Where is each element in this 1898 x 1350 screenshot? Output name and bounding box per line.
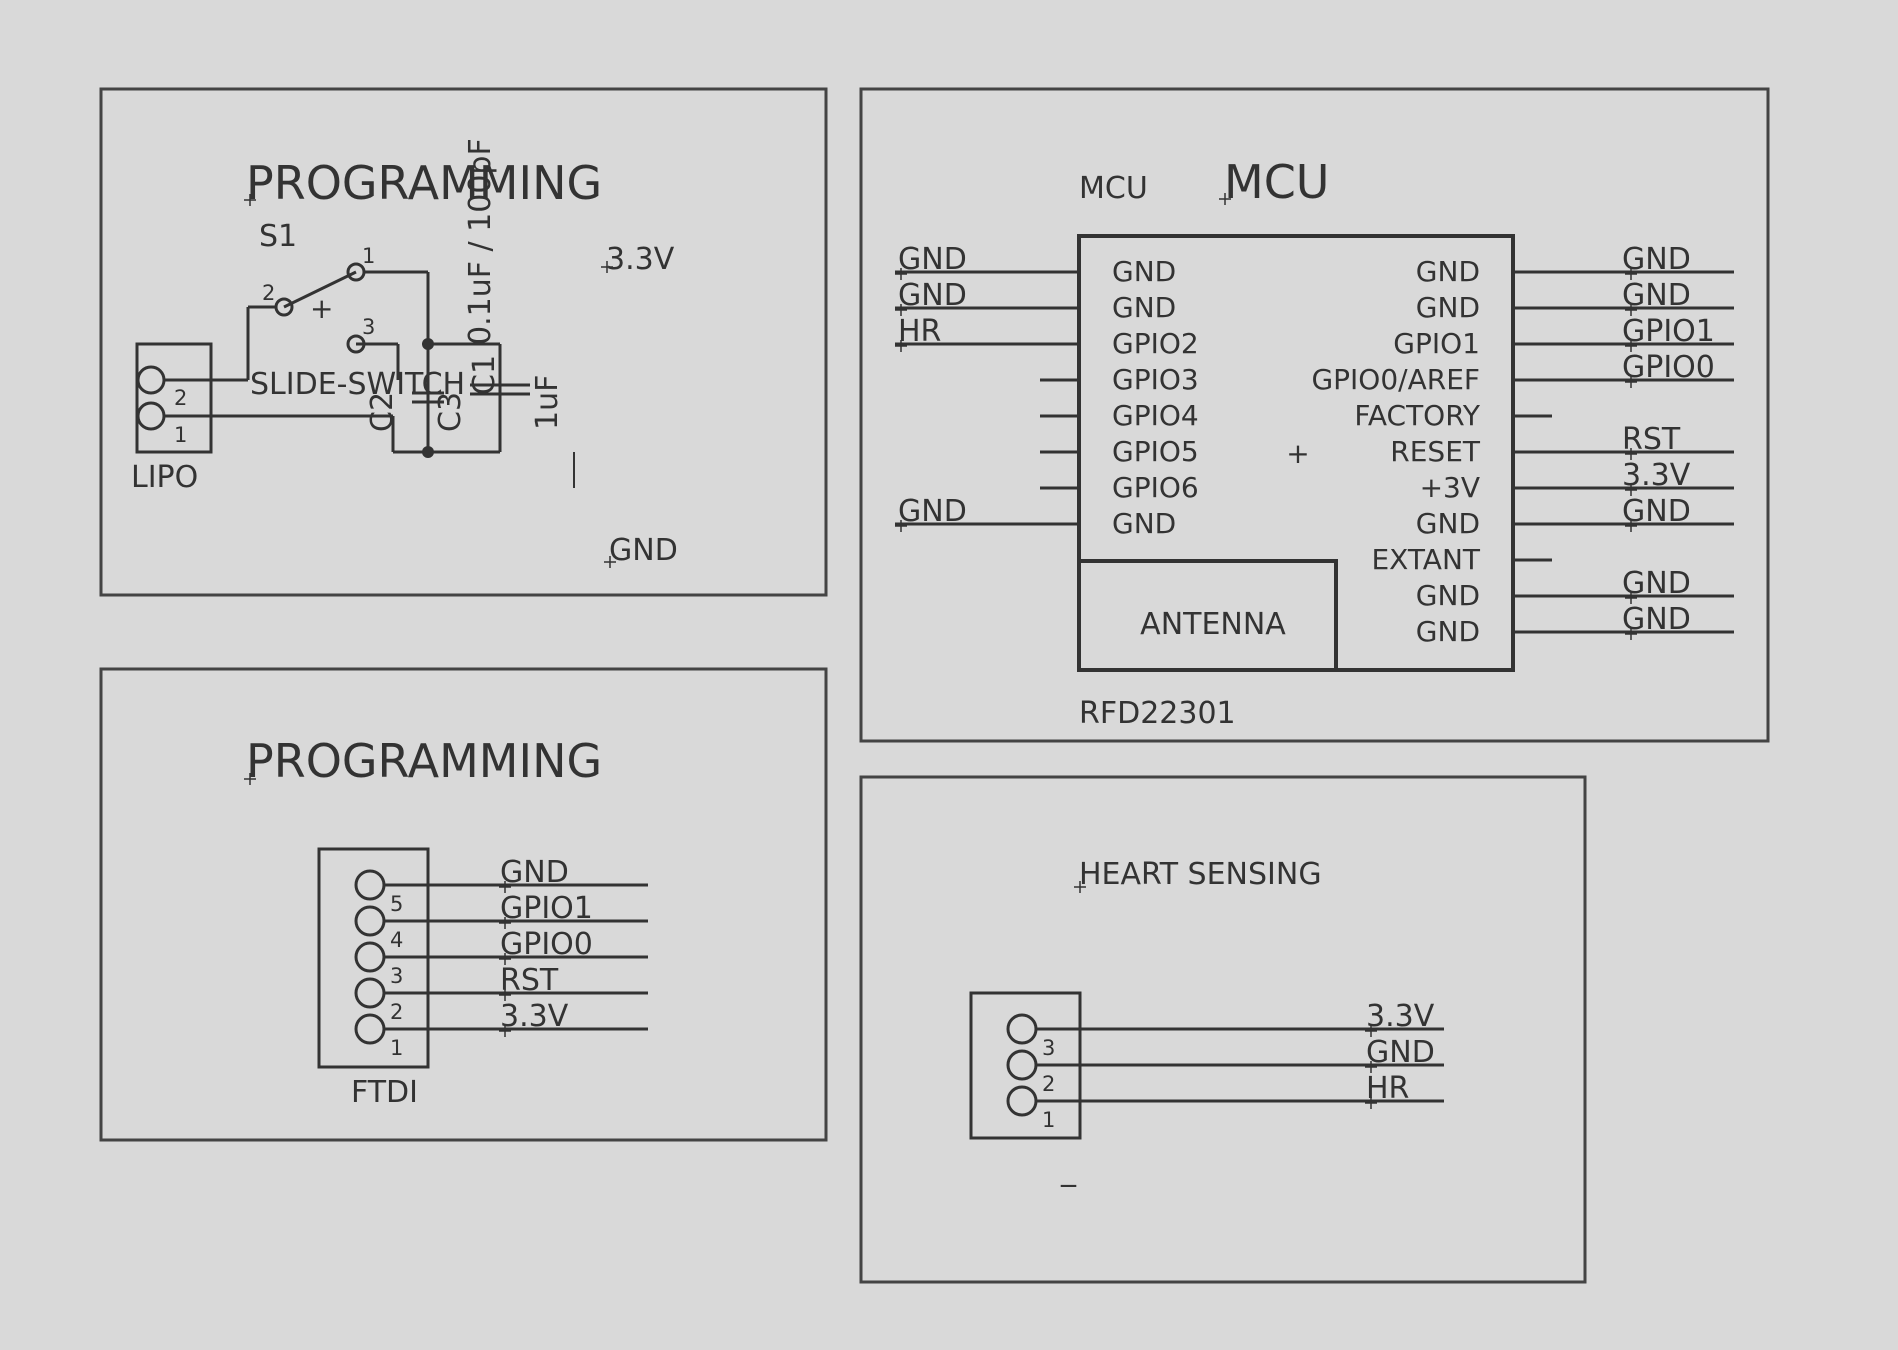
ftdi-pins: 5 GND 4 GPIO1 3 GPIO0 2 RST 1 3.3V xyxy=(354,855,648,1060)
ftdi-pin-number: 2 xyxy=(390,1000,403,1024)
mcu-left-net-label: HR xyxy=(898,314,941,349)
mcu-left-pin-label: GND xyxy=(1112,255,1176,288)
mcu-left-pin-label: GPIO3 xyxy=(1112,363,1199,396)
mcu-right-net-label: GND xyxy=(1622,278,1691,313)
mcu-right-pin-label: GND xyxy=(1416,255,1480,288)
mcu-right-net-label: GPIO0 xyxy=(1622,350,1715,385)
mcu-left-pin-label: GPIO4 xyxy=(1112,399,1199,432)
mcu-right-pin-label: GND xyxy=(1416,507,1480,540)
lipo-pin-2-number: 2 xyxy=(174,386,187,410)
heart-section-frame xyxy=(859,775,1587,1284)
mcu-right-pin-label: +3V xyxy=(1420,471,1480,504)
mcu-right-pin-label: GPIO0/AREF xyxy=(1311,363,1480,396)
power-wires xyxy=(164,270,502,458)
mcu-right-net-label: RST xyxy=(1622,422,1681,457)
mcu-left-pin-label: GPIO6 xyxy=(1112,471,1199,504)
capacitor-c1-label: C1 xyxy=(467,355,502,395)
ftdi-net-label: GPIO0 xyxy=(500,927,593,962)
heart-net-label: GND xyxy=(1366,1035,1435,1070)
mcu-left-pin-label: GPIO5 xyxy=(1112,435,1199,468)
power-section-title: PROGRAMMING xyxy=(246,156,602,210)
switch-ref-label: S1 xyxy=(259,219,297,254)
switch-plus-sign: + xyxy=(310,292,333,325)
ftdi-pin-number: 4 xyxy=(390,928,403,952)
mcu-section-title: MCU xyxy=(1224,155,1329,209)
antenna-region xyxy=(1079,559,1338,670)
lipo-pin-1-number: 1 xyxy=(174,423,187,447)
heart-section: HEART SENSING 3 3.3V 2 GND 1 HR _ xyxy=(859,775,1587,1284)
capacitor-c3-value: 0.1uF / 100pF xyxy=(463,138,498,345)
power-section-frame xyxy=(99,87,828,597)
mcu-right-pin-label: GND xyxy=(1416,291,1480,324)
power-section: PROGRAMMING S1 1 2 3 + SLIDE-SWITCH 2 1 … xyxy=(99,87,828,597)
mcu-right-pin-label: GND xyxy=(1416,579,1480,612)
switch-pin-3-number: 3 xyxy=(362,315,375,339)
ftdi-net-label: 3.3V xyxy=(500,999,569,1034)
mcu-right-net-label: GPIO1 xyxy=(1622,314,1715,349)
mcu-right-net-label: GND xyxy=(1622,602,1691,637)
mcu-section-frame xyxy=(859,87,1770,743)
ftdi-connector-name: FTDI xyxy=(351,1075,418,1110)
mcu-right-net-label: GND xyxy=(1622,494,1691,529)
net-label-3v3: 3.3V xyxy=(606,242,675,277)
switch-pin-1-number: 1 xyxy=(362,244,375,268)
ftdi-section-title: PROGRAMMING xyxy=(246,734,602,788)
capacitor-c3-label: C3 xyxy=(433,392,468,432)
ftdi-pin-number: 5 xyxy=(390,892,403,916)
heart-pin-number: 1 xyxy=(1042,1108,1055,1132)
ftdi-section: PROGRAMMING 5 GND 4 GPIO1 3 GPIO0 2 RST 1 3.3V FT… xyxy=(99,667,828,1142)
mcu-left-net-label: GND xyxy=(898,278,967,313)
mcu-right-pin-label: FACTORY xyxy=(1354,399,1481,432)
mcu-plus-sign: + xyxy=(1286,437,1309,470)
capacitor-c1[interactable] xyxy=(470,383,530,396)
capacitor-c2[interactable] xyxy=(412,391,444,404)
capacitor-c1-value: 1uF xyxy=(530,375,565,430)
lipo-connector-body xyxy=(135,342,213,454)
ftdi-net-label: GPIO1 xyxy=(500,891,593,926)
ftdi-pin-number: 1 xyxy=(390,1036,403,1060)
mcu-left-pins: GNDGNDGNDGNDGPIO2HRGPIO3GPIO4GPIO5GPIO6G… xyxy=(895,242,1199,540)
mcu-left-pin-label: GND xyxy=(1112,507,1176,540)
net-label-gnd: GND xyxy=(609,533,678,568)
mcu-left-net-label: GND xyxy=(898,242,967,277)
heart-pins: 3 3.3V 2 GND 1 HR xyxy=(1006,999,1444,1132)
heart-pin-number: 2 xyxy=(1042,1072,1055,1096)
ftdi-section-frame xyxy=(99,667,828,1142)
mcu-right-pin-label: EXTANT xyxy=(1371,543,1480,576)
ftdi-net-label: GND xyxy=(500,855,569,890)
heart-net-label: 3.3V xyxy=(1366,999,1435,1034)
mcu-left-pin-label: GPIO2 xyxy=(1112,327,1199,360)
heart-pin-number: 3 xyxy=(1042,1036,1055,1060)
mcu-left-net-label: GND xyxy=(898,494,967,529)
mcu-part-name: MCU xyxy=(1079,171,1148,206)
switch-lever xyxy=(283,270,357,309)
ftdi-net-label: RST xyxy=(500,963,559,998)
heart-section-title: HEART SENSING xyxy=(1079,857,1322,892)
mcu-right-net-label: 3.3V xyxy=(1622,458,1691,493)
mcu-left-pin-label: GND xyxy=(1112,291,1176,324)
mcu-section: MCU MCU ANTENNA + GNDGNDGNDGNDGPIO2HRGPI… xyxy=(859,87,1770,743)
ftdi-pin-number: 3 xyxy=(390,964,403,988)
mcu-right-net-label: GND xyxy=(1622,242,1691,277)
switch-pin-2-number: 2 xyxy=(262,281,275,305)
mcu-part-value: RFD22301 xyxy=(1079,696,1236,731)
heart-net-label: HR xyxy=(1366,1071,1409,1106)
mcu-right-pin-label: GPIO1 xyxy=(1393,327,1480,360)
heart-connector-name: _ xyxy=(1060,1153,1077,1188)
antenna-label: ANTENNA xyxy=(1140,607,1286,642)
mcu-right-pin-label: GND xyxy=(1416,615,1480,648)
capacitor-c2-label: C2 xyxy=(365,392,400,432)
mcu-right-net-label: GND xyxy=(1622,566,1691,601)
lipo-name-label: LIPO xyxy=(131,460,198,495)
mcu-right-pin-label: RESET xyxy=(1390,435,1481,468)
